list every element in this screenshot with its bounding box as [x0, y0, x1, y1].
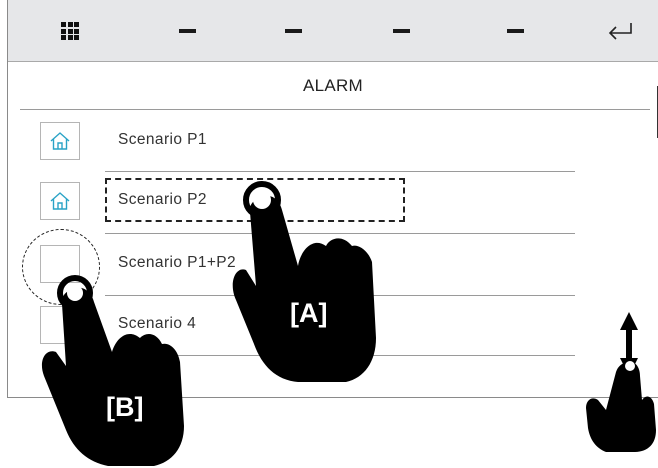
grid-menu-icon [61, 22, 79, 40]
selection-highlight [105, 178, 405, 222]
row-divider [105, 171, 575, 172]
title-divider [20, 109, 650, 110]
toolbar-slot-2[interactable] [253, 0, 333, 62]
home-icon [50, 132, 70, 150]
list-item-scenario-1[interactable]: Scenario P1 [8, 112, 588, 172]
dash-icon [506, 29, 524, 33]
toolbar-slot-3[interactable] [361, 0, 441, 62]
page-title: ALARM [302, 76, 364, 95]
back-button[interactable] [580, 0, 658, 62]
scenario-status-box [40, 122, 80, 160]
toolbar-slot-1[interactable] [147, 0, 227, 62]
dash-icon [284, 29, 302, 33]
return-arrow-icon [608, 23, 632, 40]
toolbar-slot-4[interactable] [475, 0, 555, 62]
dash-icon [392, 29, 410, 33]
scenario-label: Scenario P1 [118, 131, 207, 148]
checkbox-highlight-circle [22, 229, 100, 305]
top-toolbar [8, 0, 658, 62]
scenario-label: Scenario 4 [118, 315, 197, 332]
list-item-scenario-4[interactable]: Scenario 4 [8, 296, 588, 356]
dash-icon [178, 29, 196, 33]
alarm-screen: ALARM Scenario P1 Scenario P2 Scenario P… [7, 0, 658, 398]
menu-button[interactable] [30, 0, 110, 62]
row-divider [105, 355, 575, 356]
scenario-label: Scenario P1+P2 [118, 254, 237, 271]
scenario-status-box[interactable] [40, 306, 80, 344]
home-icon [50, 192, 70, 210]
scenario-status-box [40, 182, 80, 220]
list-item-scenario-2[interactable]: Scenario P2 [8, 172, 588, 232]
scenario-label: Scenario P2 [118, 191, 207, 208]
